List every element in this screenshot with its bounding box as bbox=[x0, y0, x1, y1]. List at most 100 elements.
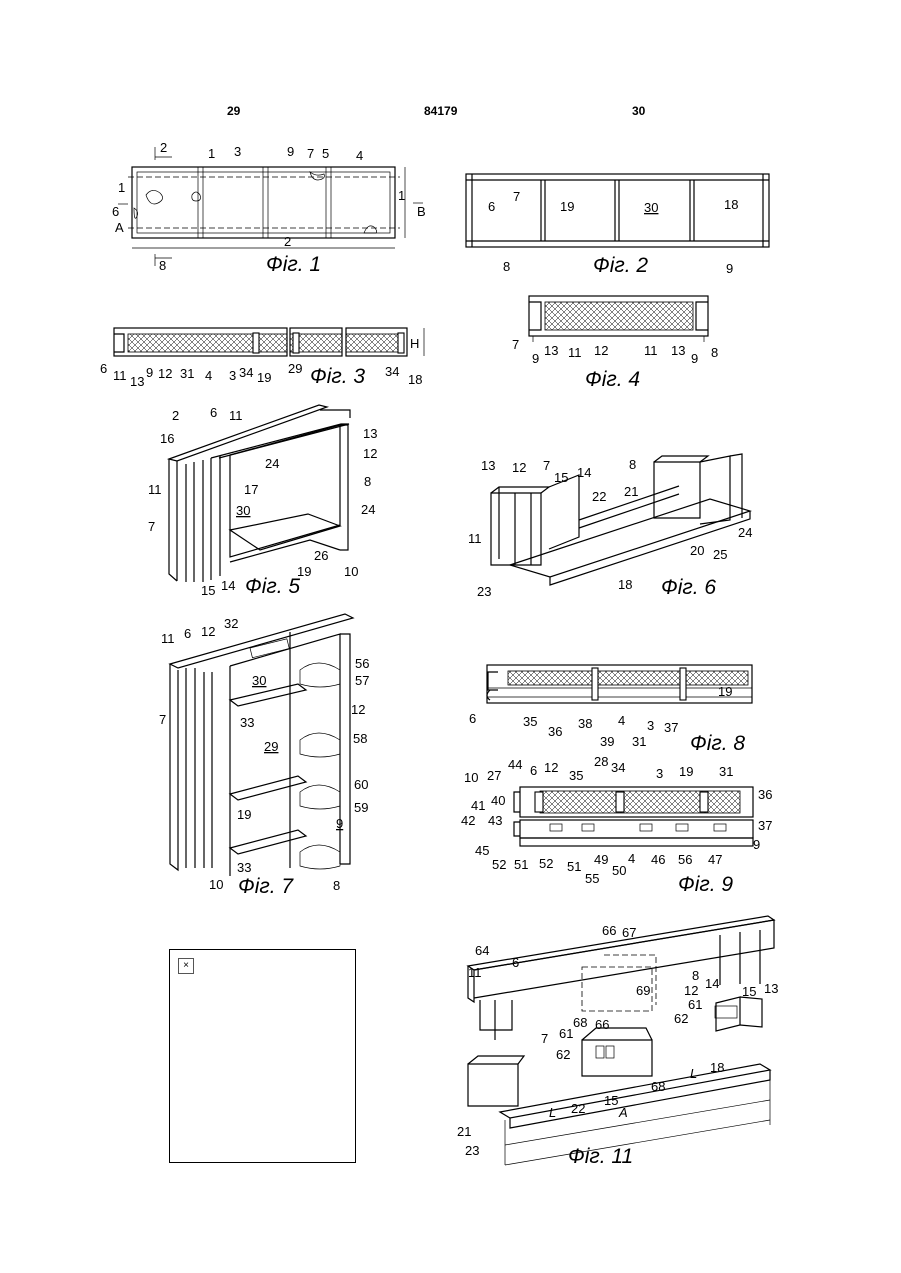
fig7-caption: Фіг. 7 bbox=[238, 875, 294, 898]
fig8-label: 35 bbox=[523, 714, 537, 729]
fig5-label: 16 bbox=[160, 431, 174, 446]
fig3-label: 4 bbox=[205, 368, 212, 383]
fig11-label: 22 bbox=[571, 1101, 585, 1116]
fig3-label: 31 bbox=[180, 366, 194, 381]
fig2-label: 7 bbox=[513, 189, 520, 204]
fig6-label: 12 bbox=[512, 460, 526, 475]
fig11-label: 21 bbox=[457, 1124, 471, 1139]
fig1-label: 3 bbox=[234, 144, 241, 159]
fig4-drawing bbox=[529, 296, 708, 342]
fig3-label: 19 bbox=[257, 370, 271, 385]
fig3-label: 13 bbox=[130, 374, 144, 389]
fig9-label: 31 bbox=[719, 764, 733, 779]
fig7-label: 7 bbox=[159, 712, 166, 727]
fig1-label: 2 bbox=[284, 234, 291, 249]
fig9-drawing bbox=[514, 787, 753, 846]
fig1-label: 7 bbox=[307, 146, 314, 161]
fig11-drawing bbox=[468, 916, 774, 1165]
fig3-label: 12 bbox=[158, 366, 172, 381]
fig1-label: 1 bbox=[208, 146, 215, 161]
fig1-label: 9 bbox=[287, 144, 294, 159]
fig6-label: 18 bbox=[618, 577, 632, 592]
fig6-label: 20 bbox=[690, 543, 704, 558]
fig3-label: 6 bbox=[100, 361, 107, 376]
fig11-label: 68 bbox=[573, 1015, 587, 1030]
fig8-label: 3 bbox=[647, 718, 654, 733]
fig5-caption: Фіг. 5 bbox=[245, 575, 300, 598]
fig11-label: 69 bbox=[636, 983, 650, 998]
fig9-label: 9 bbox=[753, 837, 760, 852]
fig6-drawing bbox=[491, 454, 750, 585]
fig1-label: 1 bbox=[118, 180, 125, 195]
fig6-label: 25 bbox=[713, 547, 727, 562]
fig7-label: 9 bbox=[336, 816, 343, 831]
fig11-label: 14 bbox=[705, 976, 719, 991]
fig5-label: 13 bbox=[363, 426, 377, 441]
fig4-label: 9 bbox=[691, 351, 698, 366]
fig1-label: 8 bbox=[159, 258, 166, 273]
fig9-label: 45 bbox=[475, 843, 489, 858]
fig4-label: 11 bbox=[568, 345, 582, 360]
fig4-label: 9 bbox=[532, 351, 539, 366]
fig11-label: 66 bbox=[595, 1017, 609, 1032]
fig9-label: 28 bbox=[594, 754, 608, 769]
fig7-label: 12 bbox=[201, 624, 215, 639]
fig9-label: 35 bbox=[569, 768, 583, 783]
fig7-label: 30 bbox=[252, 673, 266, 688]
fig8-label: 19 bbox=[718, 684, 732, 699]
fig9-caption: Фіг. 9 bbox=[678, 873, 733, 896]
fig8-label: 39 bbox=[600, 734, 614, 749]
fig3-label: 34 bbox=[385, 364, 399, 379]
fig3-label: 9 bbox=[146, 365, 153, 380]
fig3-caption: Фіг. 3 bbox=[310, 365, 365, 388]
fig8-label: 37 bbox=[664, 720, 678, 735]
fig6-label: 24 bbox=[738, 525, 752, 540]
fig7-label: 59 bbox=[354, 800, 368, 815]
fig9-label: 4 bbox=[628, 851, 635, 866]
fig3-label: 29 bbox=[288, 361, 302, 376]
fig3-label: 3 bbox=[229, 368, 236, 383]
fig6-caption: Фіг. 6 bbox=[661, 576, 716, 599]
fig6-label: 8 bbox=[629, 457, 636, 472]
fig2-label: 30 bbox=[644, 200, 658, 215]
fig8-label: 31 bbox=[632, 734, 646, 749]
fig5-label: 8 bbox=[364, 474, 371, 489]
fig9-label: 49 bbox=[594, 852, 608, 867]
fig1-label: 4 bbox=[356, 148, 363, 163]
fig11-label: 62 bbox=[674, 1011, 688, 1026]
fig5-labels: 2 6 11 16 13 12 24 17 11 8 30 24 7 26 19… bbox=[148, 405, 377, 598]
fig6-label: 21 bbox=[624, 484, 638, 499]
fig9-label: 37 bbox=[758, 818, 772, 833]
fig2-caption: Фіг. 2 bbox=[593, 254, 648, 277]
fig6-labels: 13 12 7 15 14 8 22 21 11 24 20 25 23 18 … bbox=[468, 457, 752, 599]
fig8-label: 38 bbox=[578, 716, 592, 731]
fig8-caption: Фіг. 8 bbox=[690, 732, 745, 755]
fig9-label: 27 bbox=[487, 768, 501, 783]
fig9-label: 36 bbox=[758, 787, 772, 802]
fig11-label: 62 bbox=[556, 1047, 570, 1062]
fig9-label: 42 bbox=[461, 813, 475, 828]
fig7-label: 57 bbox=[355, 673, 369, 688]
fig2-labels: 7 6 19 30 18 8 9 Фіг. 2 bbox=[488, 189, 738, 277]
fig7-label: 10 bbox=[209, 877, 223, 892]
fig4-label: 8 bbox=[711, 345, 718, 360]
fig2-label: 18 bbox=[724, 197, 738, 212]
fig2-label: 19 bbox=[560, 199, 574, 214]
fig5-label: 11 bbox=[148, 482, 162, 497]
fig5-label: 6 bbox=[210, 405, 217, 420]
fig11-label: 66 bbox=[602, 923, 616, 938]
fig7-label: 19 bbox=[237, 807, 251, 822]
fig11-label: 6 bbox=[512, 955, 519, 970]
fig3-label: H bbox=[410, 336, 419, 351]
fig7-label: 8 bbox=[333, 878, 340, 893]
fig11-label: 23 bbox=[465, 1143, 479, 1158]
fig8-label: 36 bbox=[548, 724, 562, 739]
fig9-label: 51 bbox=[567, 859, 581, 874]
fig7-label: 12 bbox=[351, 702, 365, 717]
fig9-label: 40 bbox=[491, 793, 505, 808]
fig11-label: 15 bbox=[604, 1093, 618, 1108]
fig3-drawing bbox=[114, 328, 424, 356]
fig9-label: 55 bbox=[585, 871, 599, 886]
fig9-label: 10 bbox=[464, 770, 478, 785]
